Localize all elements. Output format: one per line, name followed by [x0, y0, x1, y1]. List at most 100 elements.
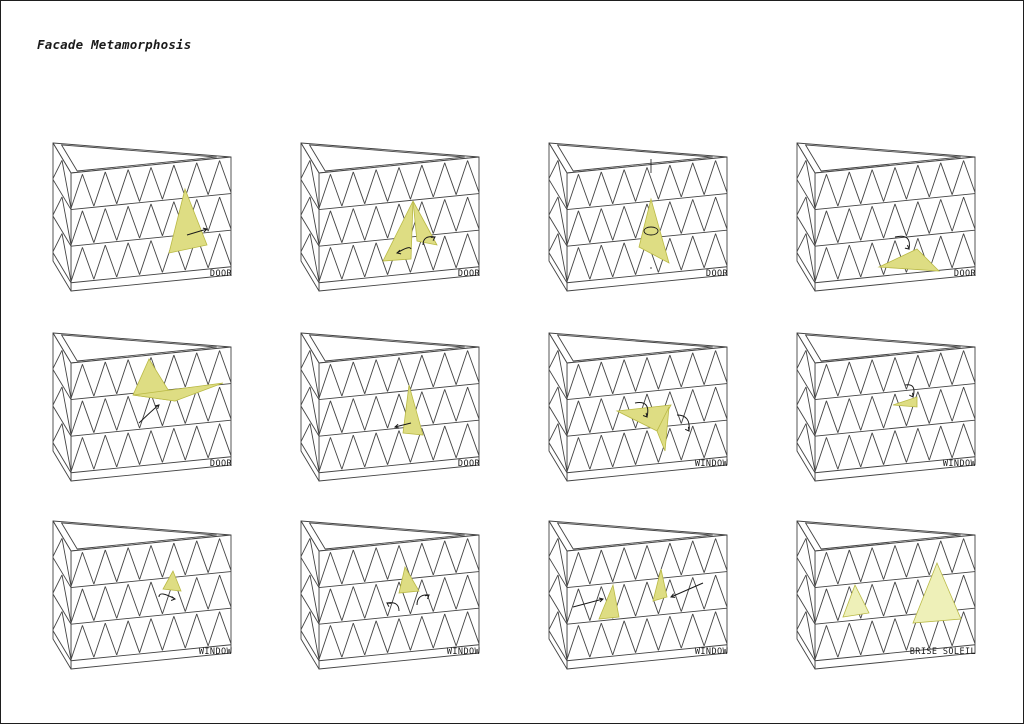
front-band-line — [814, 193, 976, 211]
facade-block — [52, 520, 232, 670]
open-arrow-head — [202, 227, 208, 233]
rotate-arrow-left — [396, 247, 412, 254]
facade-diagram-9 — [52, 520, 232, 670]
front-lattice-strut — [375, 396, 388, 429]
front-lattice-strut — [467, 386, 480, 420]
front-lattice-strut — [578, 210, 591, 243]
door-panel — [168, 187, 208, 254]
front-lattice-strut — [848, 208, 862, 241]
front-lattice-strut — [70, 400, 83, 436]
front-lattice-strut — [116, 432, 129, 468]
door-leaf-left — [382, 200, 414, 262]
front-lattice-strut — [184, 540, 198, 576]
facade-block — [796, 142, 976, 292]
front-lattice-strut — [318, 437, 331, 472]
front-lattice-strut — [184, 162, 198, 198]
panel-door-fold-down: DOOR — [791, 137, 991, 292]
facade-diagram-8 — [796, 332, 976, 482]
side-lattice-strut — [309, 574, 320, 624]
front-lattice-strut — [127, 396, 140, 429]
front-lattice-strut — [70, 364, 83, 399]
front-lattice-strut — [173, 542, 186, 576]
front-lattice-strut — [467, 350, 480, 383]
front-lattice-strut — [150, 430, 163, 463]
side-lattice-strut — [805, 160, 816, 209]
front-lattice-strut — [951, 423, 964, 458]
front-lattice-strut — [826, 625, 839, 658]
front-lattice-strut — [680, 425, 694, 461]
panel-caption: DOOR — [457, 269, 480, 279]
front-lattice-strut — [93, 434, 106, 470]
front-lattice-strut — [93, 244, 106, 280]
front-lattice-strut — [330, 552, 343, 585]
side-lattice-strut — [796, 538, 807, 557]
front-lattice-strut — [444, 352, 457, 385]
front-lattice-strut — [387, 203, 400, 239]
front-lattice-strut — [93, 622, 106, 658]
front-lattice-strut — [207, 196, 220, 232]
front-band-line — [814, 229, 976, 247]
window-leaf-bottom — [656, 406, 670, 452]
panel-window-double-tilt: WINDOW — [295, 515, 495, 670]
side-lattice-strut — [548, 611, 559, 630]
front-lattice-strut — [127, 432, 140, 465]
side-lattice-strut — [796, 350, 807, 369]
side-lattice-strut — [61, 423, 72, 472]
front-lattice-strut — [703, 196, 716, 232]
front-lattice-strut — [600, 244, 614, 278]
front-lattice-strut — [139, 393, 152, 429]
front-lattice-strut — [600, 434, 614, 468]
front-lattice-strut — [70, 247, 83, 282]
front-lattice-strut — [963, 423, 976, 456]
front-lattice-strut — [623, 242, 636, 275]
front-lattice-strut — [82, 552, 95, 585]
front-lattice-strut — [692, 162, 705, 195]
rotate-arrow-left-head — [395, 249, 402, 255]
side-lattice-strut — [61, 538, 72, 587]
front-lattice-strut — [104, 549, 118, 582]
roof-rim — [557, 522, 713, 550]
front-lattice-strut — [219, 538, 232, 571]
front-band-line — [70, 644, 232, 662]
door-panel — [402, 384, 424, 436]
front-lattice-strut — [871, 169, 884, 202]
side-lattice-strut — [548, 574, 559, 594]
fold-arrow-head — [642, 412, 648, 418]
front-band-line — [566, 607, 728, 625]
pivot-ring — [643, 226, 659, 236]
front-lattice-strut — [635, 430, 648, 465]
front-lattice-strut — [219, 574, 232, 608]
front-lattice-strut — [104, 434, 118, 468]
front-band-line — [566, 456, 728, 474]
front-lattice-strut — [455, 233, 468, 268]
front-lattice-strut — [600, 398, 614, 431]
rotate-arrow — [676, 414, 690, 432]
panel-caption: DOOR — [457, 459, 480, 469]
front-lattice-strut — [70, 625, 83, 660]
door-panel — [877, 248, 941, 272]
front-lattice-strut — [318, 210, 331, 246]
front-lattice-strut — [82, 174, 95, 207]
side-lattice-strut — [52, 233, 63, 252]
front-lattice-strut — [814, 588, 827, 624]
front-lattice-strut — [860, 396, 873, 431]
front-lattice-strut — [612, 359, 625, 394]
front-lattice-strut — [432, 352, 446, 388]
front-lattice-strut — [467, 233, 480, 266]
front-lattice-strut — [928, 162, 942, 198]
rotate-arrow-head — [684, 426, 690, 432]
front-lattice-strut — [173, 428, 186, 461]
front-lattice-strut — [680, 162, 694, 198]
roof-rim — [61, 522, 217, 550]
front-lattice-strut — [906, 201, 919, 236]
front-lattice-strut — [375, 242, 388, 275]
side-face-outline — [300, 142, 320, 292]
front-band-line — [70, 607, 232, 625]
front-lattice-strut — [318, 247, 331, 282]
front-lattice-strut — [70, 437, 83, 472]
front-lattice-strut — [658, 616, 671, 651]
front-lattice-strut — [104, 361, 118, 394]
front-lattice-strut — [341, 586, 354, 621]
side-lattice-strut — [796, 160, 807, 179]
front-lattice-strut — [82, 588, 95, 621]
